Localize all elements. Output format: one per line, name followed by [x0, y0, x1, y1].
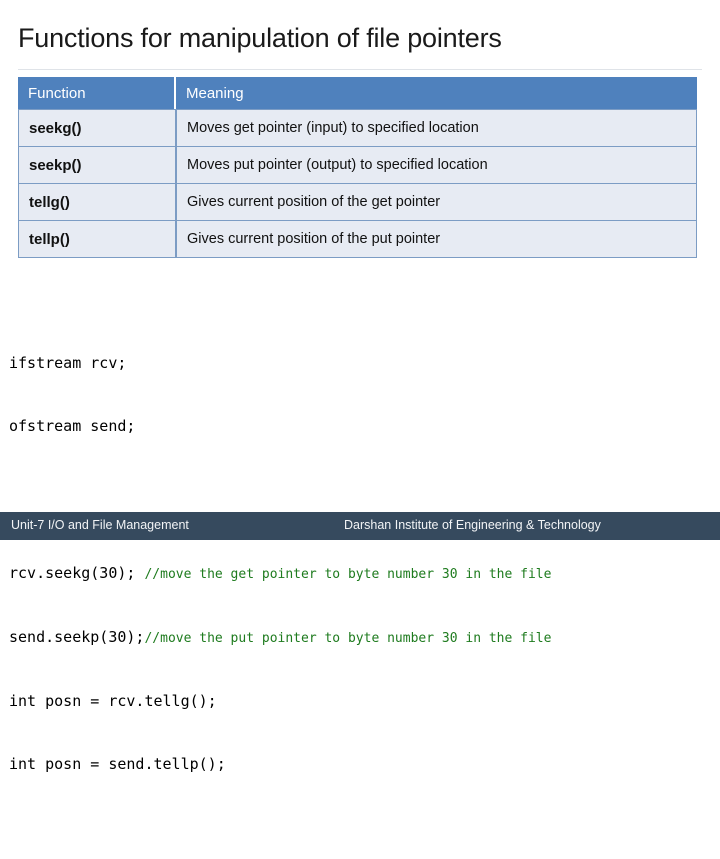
cell-meaning: Gives current position of the put pointe… — [176, 221, 697, 258]
code-sample: ifstream rcv; ofstream send; rcv.seekg(3… — [9, 311, 551, 859]
cell-meaning: Moves get pointer (input) to specified l… — [176, 109, 697, 147]
title-divider — [18, 69, 702, 70]
code-line-declaration-ofstream: ofstream send; — [9, 417, 136, 435]
table-row: seekp() Moves put pointer (output) to sp… — [18, 147, 697, 184]
code-comment-seekp: //move the put pointer to byte number 30… — [144, 631, 552, 646]
cell-function: tellg() — [18, 184, 176, 221]
code-line-tellp: int posn = send.tellp(); — [9, 754, 551, 775]
table-header: Function Meaning — [18, 77, 697, 109]
cell-meaning: Moves put pointer (output) to specified … — [176, 147, 697, 184]
file-pointer-functions-table: Function Meaning seekg() Moves get point… — [18, 77, 697, 258]
cell-function: seekg() — [18, 109, 176, 147]
column-header-meaning: Meaning — [176, 77, 697, 109]
table-row: seekg() Moves get pointer (input) to spe… — [18, 109, 697, 147]
page-title: Functions for manipulation of file point… — [18, 23, 502, 53]
cell-function: tellp() — [18, 221, 176, 258]
table-header-row: Function Meaning — [18, 77, 697, 109]
code-text-tellg: int posn = rcv.tellg(); — [9, 692, 217, 710]
slide-canvas: Functions for manipulation of file point… — [0, 23, 720, 773]
cell-function: seekp() — [18, 147, 176, 184]
table-row: tellg() Gives current position of the ge… — [18, 184, 697, 221]
code-text-seekg: rcv.seekg(30); — [9, 564, 145, 582]
code-line-seekg: rcv.seekg(30); //move the get pointer to… — [9, 563, 551, 585]
slide-footer: Unit-7 I/O and File Management Darshan I… — [0, 512, 720, 540]
code-text-seekp: send.seekp(30); — [9, 628, 145, 646]
code-group-usage: rcv.seekg(30); //move the get pointer to… — [9, 521, 551, 817]
footer-unit-label: Unit-7 I/O and File Management — [11, 518, 189, 532]
code-comment-seekg: //move the get pointer to byte number 30… — [144, 567, 552, 582]
code-line-seekp: send.seekp(30);//move the put pointer to… — [9, 627, 551, 649]
code-line-declaration-ifstream: ifstream rcv; — [9, 354, 127, 372]
table-body: seekg() Moves get pointer (input) to spe… — [18, 109, 697, 258]
footer-institute-label: Darshan Institute of Engineering & Techn… — [344, 518, 601, 532]
cell-meaning: Gives current position of the get pointe… — [176, 184, 697, 221]
table-row: tellp() Gives current position of the pu… — [18, 221, 697, 258]
code-line-tellg: int posn = rcv.tellg(); — [9, 691, 551, 712]
column-header-function: Function — [18, 77, 176, 109]
code-text-tellp: int posn = send.tellp(); — [9, 755, 226, 773]
